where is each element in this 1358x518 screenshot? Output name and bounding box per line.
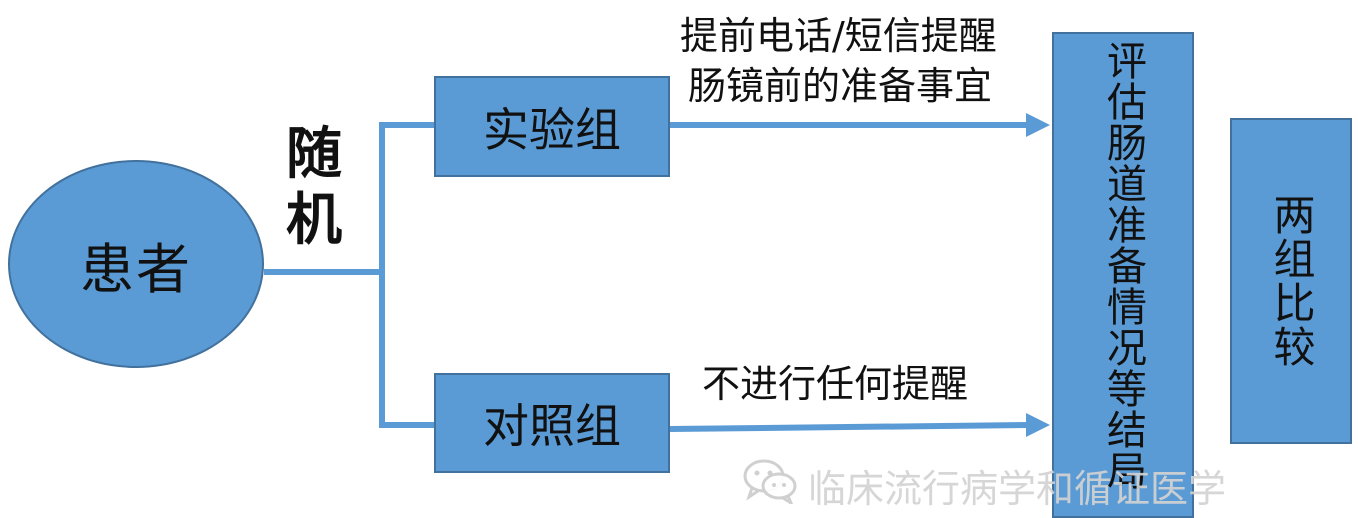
comparison-label: 两组比较 (1267, 193, 1316, 369)
watermark-text: 临床流行病学和循证医学 (808, 467, 1227, 511)
patient-label: 患者 (80, 237, 192, 301)
randomization-label: 随机 (286, 122, 342, 253)
experimental-annotation-line2: 肠镜前的准备事宜 (688, 64, 993, 108)
control-arrow (669, 422, 1031, 432)
experimental-annotation-line1: 提前电话/短信提醒 (680, 14, 997, 58)
evaluation-label: 评估肠道准备情况等结局 (1100, 40, 1146, 491)
control-annotation: 不进行任何提醒 (702, 362, 969, 406)
wechat-icon (742, 458, 798, 513)
control-group-node: 对照组 (434, 373, 670, 473)
control-group-label: 对照组 (483, 399, 621, 453)
experimental-arrowhead (1026, 113, 1050, 137)
comparison-node: 两组比较 (1230, 118, 1352, 444)
evaluation-node: 评估肠道准备情况等结局 (1052, 32, 1194, 518)
experimental-group-label: 实验组 (483, 102, 621, 157)
control-arrowhead (1026, 413, 1050, 437)
experimental-group-node: 实验组 (434, 76, 670, 177)
patient-node: 患者 (8, 160, 264, 368)
watermark: 临床流行病学和循证医学 (742, 458, 1226, 513)
